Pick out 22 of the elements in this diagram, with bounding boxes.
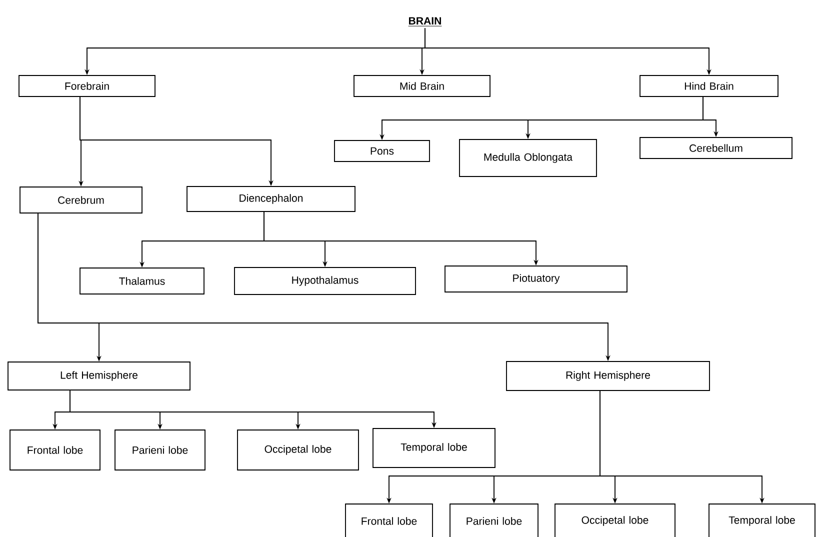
brain-part-box: Left Hemisphere xyxy=(8,362,190,390)
brain-part-box: Hypothalamus xyxy=(234,267,416,295)
brain-part-box: Occipetal lobe xyxy=(237,430,359,470)
brain-part-box: Right Hemisphere xyxy=(506,361,710,391)
brain-part-box: Piotuatory xyxy=(444,266,628,292)
heading: BRAIN xyxy=(408,17,442,26)
brain-part-box: Temporal lobe xyxy=(708,504,816,537)
brain-part-box: Cerebrum xyxy=(20,186,142,214)
brain-part-box: Pons xyxy=(334,140,430,162)
brain-part-box: Occipetal lobe xyxy=(554,504,676,537)
brain-part-box: Forebrain xyxy=(18,75,156,97)
brain-part-box: Parieni lobe xyxy=(450,504,538,537)
brain-part-box: Medulla Oblongata xyxy=(459,139,597,177)
brain-part-box: Diencephalon xyxy=(186,186,356,212)
brain-part-box: Mid Brain xyxy=(354,75,490,97)
brain-part-box: Temporal lobe xyxy=(372,428,496,468)
brain-part-box: Cerebellum xyxy=(640,137,792,159)
brain-part-box: Frontal lobe xyxy=(10,430,100,470)
brain-part-box: Hind Brain xyxy=(640,75,778,97)
brain-part-box: Frontal lobe xyxy=(345,504,433,537)
brain-part-box: Thalamus xyxy=(80,268,204,294)
brain-part-box: Parieni lobe xyxy=(114,430,206,470)
